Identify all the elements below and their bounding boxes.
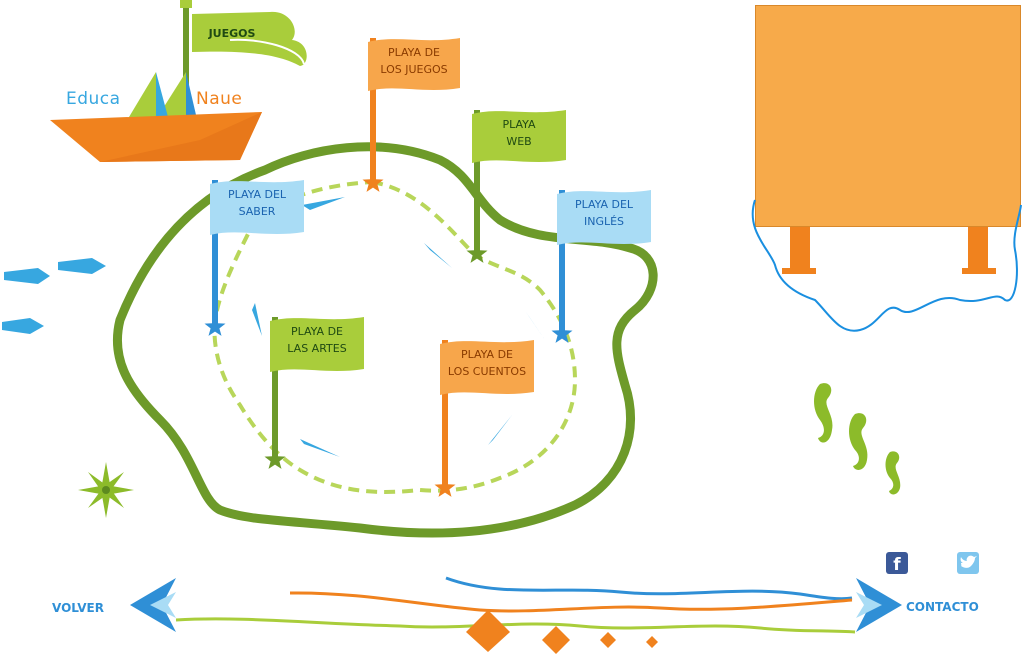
twitter-icon[interactable] — [957, 552, 979, 574]
flag-pole — [474, 110, 480, 254]
flag-label: LAS ARTES — [287, 342, 346, 355]
compass-rose-icon — [78, 462, 134, 518]
flag-label: INGLÉS — [584, 215, 624, 228]
flag-playa-del-saber[interactable]: PLAYA DEL SABER — [204, 180, 305, 336]
flag-label: LOS JUEGOS — [380, 63, 447, 76]
flag-cloth — [210, 180, 304, 235]
flag-star-icon — [466, 243, 488, 263]
seahorse-group — [814, 383, 901, 495]
island-path — [212, 179, 578, 494]
flag-cloth — [472, 110, 566, 163]
flag-star-icon — [362, 172, 384, 192]
flag-label: LOS CUENTOS — [448, 365, 526, 378]
flag-playa-de-las-artes[interactable]: PLAYA DE LAS ARTES — [264, 317, 365, 469]
flag-label: SABER — [239, 205, 276, 218]
flag-cloth — [440, 340, 534, 395]
flag-label: PLAYA DE — [461, 348, 513, 361]
flag-pole — [559, 190, 565, 334]
water-streaks — [252, 197, 545, 457]
back-nav[interactable]: VOLVER — [52, 578, 176, 632]
flag-playa-de-los-cuentos[interactable]: PLAYA DE LOS CUENTOS — [434, 340, 535, 497]
flag-label: PLAYA DE — [291, 325, 343, 338]
flag-pole — [442, 340, 448, 488]
flag-cloth — [368, 38, 460, 91]
flag-cloth — [557, 190, 651, 245]
contact-link[interactable]: CONTACTO — [906, 600, 979, 614]
facebook-icon[interactable]: f — [886, 552, 908, 575]
flag-label: WEB — [506, 135, 531, 148]
facebook-letter: f — [893, 555, 901, 575]
flag-playa-web[interactable]: PLAYA WEB — [466, 110, 567, 263]
flag-playa-de-los-juegos[interactable]: PLAYA DE LOS JUEGOS — [362, 38, 461, 192]
boat-logo[interactable] — [50, 0, 307, 162]
bottom-waves — [175, 576, 856, 634]
flag-pole — [272, 317, 278, 460]
flag-playa-del-ingles[interactable]: PLAYA DEL INGLÉS — [551, 190, 652, 343]
flag-star-icon — [551, 323, 573, 343]
flags-layer: PLAYA DE LOS JUEGOS PLAYA WEB PLAYA DEL SABER… — [204, 38, 652, 497]
info-board — [755, 5, 1021, 227]
flag-pole — [212, 180, 218, 327]
island-outline — [112, 142, 658, 538]
bottom-fish — [466, 610, 658, 654]
flag-star-icon — [434, 477, 456, 497]
info-board-stand — [751, 199, 1022, 332]
flag-cloth — [270, 317, 364, 372]
flag-label: PLAYA DEL — [575, 198, 634, 211]
logo-text-educa: Educa — [66, 89, 121, 109]
flag-pole — [370, 38, 376, 183]
contact-nav[interactable]: CONTACTO — [856, 578, 979, 632]
flag-label: PLAYA DEL — [228, 188, 287, 201]
flag-label: PLAYA DE — [388, 46, 440, 59]
back-link[interactable]: VOLVER — [52, 601, 104, 615]
boat-flag-label: JUEGOS — [208, 27, 256, 40]
flag-star-icon — [264, 449, 286, 469]
fish-school — [2, 258, 106, 334]
flag-label: PLAYA — [502, 118, 536, 131]
flag-star-icon — [204, 316, 226, 336]
logo-text-naue: Naue — [196, 89, 242, 109]
